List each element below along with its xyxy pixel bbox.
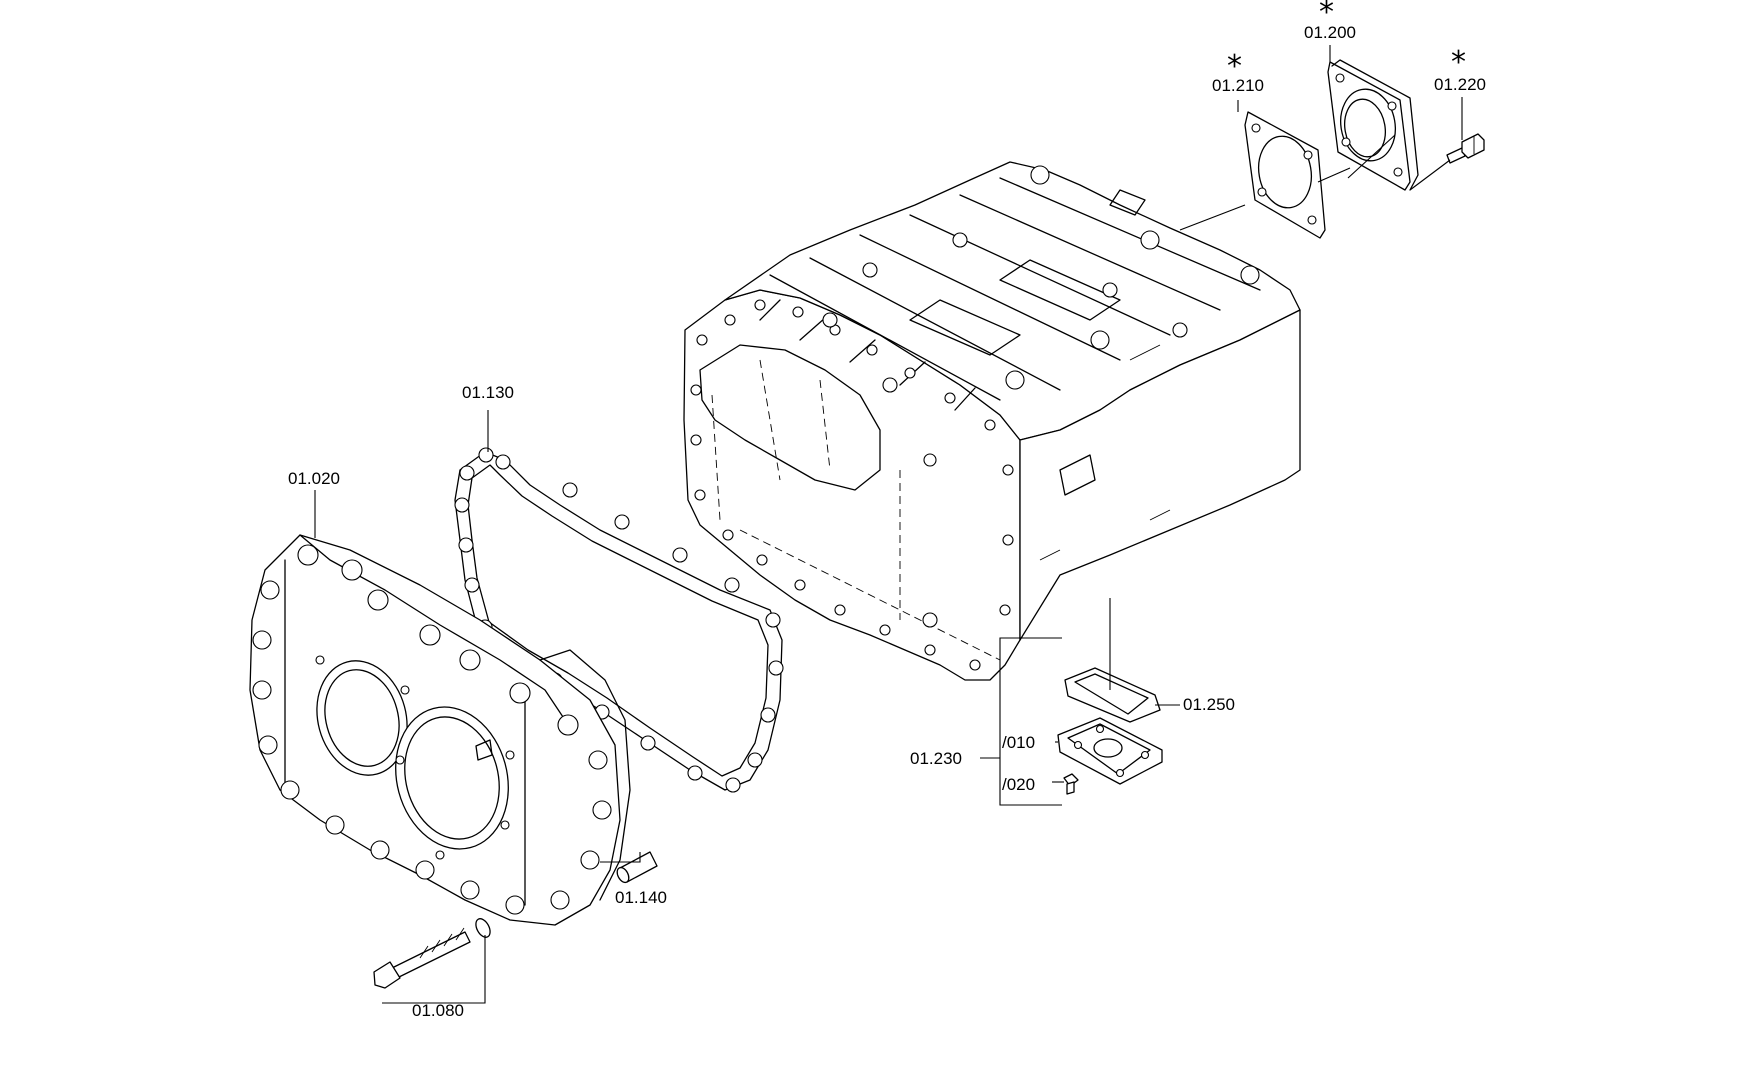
star-mark-01220: *	[1451, 45, 1466, 80]
callout-labels: 01.020 01.130 01.080 01.140 01.230 /010 …	[288, 0, 1486, 1020]
cover-bolt-holes	[252, 544, 612, 915]
bolt-01080	[373, 918, 491, 989]
callout-01230: 01.230	[910, 749, 962, 768]
transmission-housing	[683, 161, 1301, 681]
gasket-bolt-holes	[454, 447, 784, 793]
star-mark-01210: *	[1227, 49, 1242, 84]
callout-01200: 01.200	[1304, 23, 1356, 42]
callout-01080: 01.080	[412, 1001, 464, 1020]
screw-01230-020	[1063, 773, 1079, 795]
gasket-01130	[454, 447, 784, 793]
flange-cover-01200	[1327, 59, 1419, 191]
callout-01020: 01.020	[288, 469, 340, 488]
dowel-pin-01140	[616, 851, 658, 884]
leader-lines	[314, 45, 1463, 1004]
flange-gasket-01210	[1244, 111, 1326, 239]
end-cover-01020	[249, 534, 631, 926]
callout-01230-010: /010	[1002, 733, 1035, 752]
callout-01230-020: /020	[1002, 775, 1035, 794]
callout-01210: 01.210	[1212, 76, 1264, 95]
housing-flange-holes	[690, 299, 1014, 671]
callout-01130: 01.130	[462, 383, 514, 402]
bolt-01220	[1446, 133, 1485, 164]
callout-01140: 01.140	[615, 888, 667, 907]
callout-01220: 01.220	[1434, 75, 1486, 94]
star-mark-01200: *	[1319, 0, 1334, 30]
cover-plate-01230-010	[1057, 717, 1163, 785]
housing-top-studs	[822, 165, 1260, 628]
callout-01250: 01.250	[1183, 695, 1235, 714]
seal-gasket-01250	[1064, 667, 1161, 723]
